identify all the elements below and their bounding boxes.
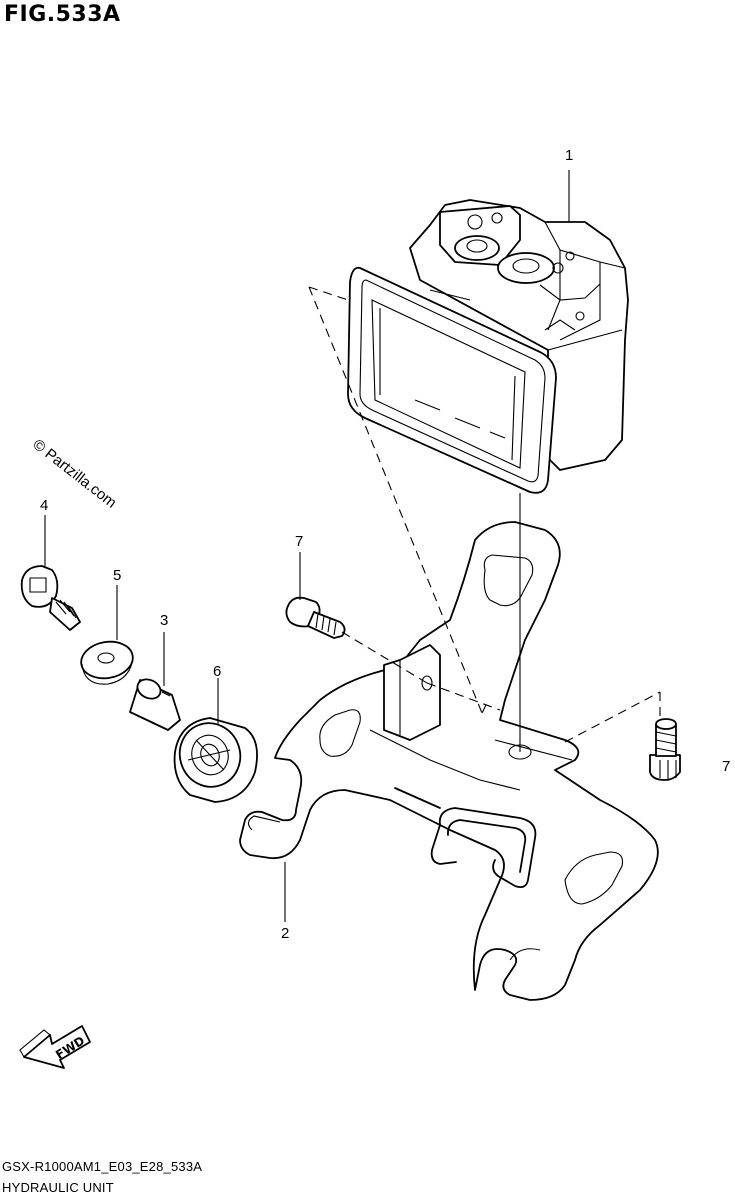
washer-part-5[interactable] (78, 638, 135, 685)
callout-6: 6 (213, 663, 222, 680)
callout-7-left: 7 (295, 533, 304, 550)
callout-2: 2 (281, 925, 290, 942)
bracket-part-2[interactable] (239, 521, 659, 1001)
footer-code: GSX-R1000AM1_E03_E28_533A (2, 1159, 203, 1174)
callout-4: 4 (40, 497, 49, 514)
callout-7-right: 7 (722, 758, 731, 775)
hydraulic-unit-part-1[interactable] (347, 199, 629, 494)
leader-lines (44, 170, 570, 922)
callout-1: 1 (565, 147, 574, 164)
screw-part-4[interactable] (20, 565, 81, 631)
bolt-part-7-right[interactable] (649, 718, 681, 781)
figure-title: FIG.533A (4, 2, 121, 27)
callout-3: 3 (160, 612, 169, 629)
grommet-part-6[interactable] (171, 715, 258, 803)
callout-5: 5 (113, 567, 122, 584)
bolt-part-7-left[interactable] (285, 596, 346, 639)
collar-part-3[interactable] (129, 676, 181, 731)
assembly-lines (308, 286, 661, 752)
fwd-arrow-icon: FWD (19, 1025, 91, 1069)
footer-name: HYDRAULIC UNIT (2, 1180, 114, 1195)
